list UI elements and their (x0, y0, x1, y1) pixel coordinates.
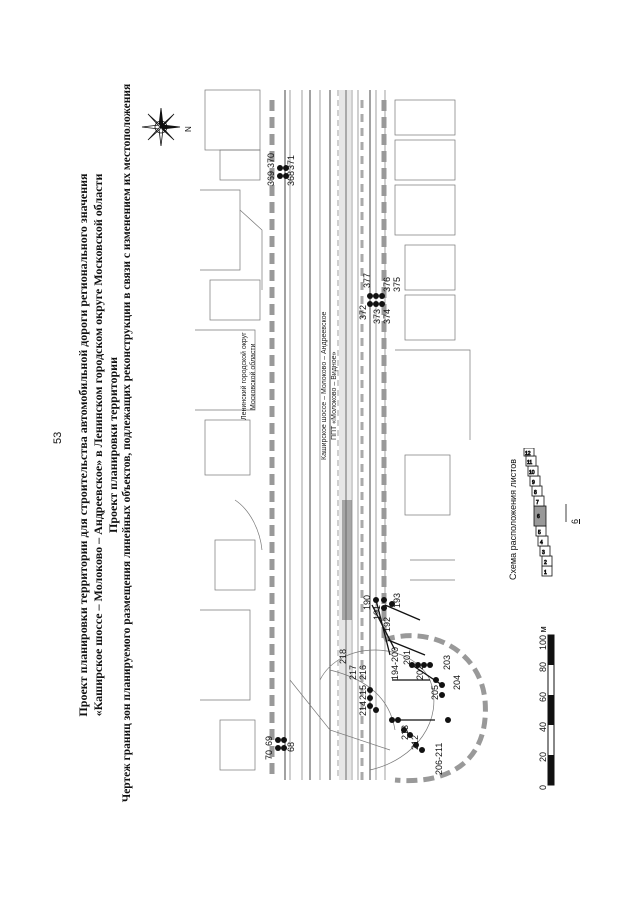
buildings (195, 89, 263, 771)
point-204: 204 (452, 675, 462, 690)
point-group-190-193: 190 191 192 193 (362, 593, 402, 632)
svg-text:7: 7 (536, 500, 539, 506)
title-line-1: Проект планировки территории для строите… (76, 173, 90, 717)
scale-tick-100: 100 м (538, 626, 548, 650)
svg-text:9: 9 (532, 480, 535, 486)
point-372: 372 (358, 305, 368, 320)
point-group-368-371: 369 370 368 371 (266, 153, 296, 186)
svg-text:1: 1 (544, 570, 547, 576)
point-group-194-205: 194-200 201 202 203 204 205 (390, 647, 462, 723)
scale-tick-80: 80 (538, 661, 548, 672)
point-group-206-218: 218 217 216 215 214 213 212 206-211 (338, 649, 444, 775)
map-drawing: Ленинский городской округ Московской обл… (195, 89, 488, 784)
point-203: 203 (442, 655, 452, 670)
point-194-200: 194-200 (390, 647, 400, 680)
svg-text:10: 10 (529, 470, 535, 476)
svg-text:8: 8 (534, 490, 537, 496)
point-190: 190 (362, 595, 372, 610)
district-label: Ленинский городской округ Московской обл… (240, 330, 257, 420)
point-group-372-377: 372 377 373 374 376 375 (358, 273, 402, 324)
page-number: 53 (52, 431, 64, 444)
title-line-3: Проект планировки территории (106, 356, 120, 534)
point-377: 377 (362, 273, 372, 288)
plots (394, 99, 471, 581)
scale-tick-40: 40 (538, 721, 548, 732)
point-369: 369 (266, 171, 276, 186)
point-213: 213 (400, 725, 410, 740)
point-368: 368 (286, 171, 296, 186)
point-191: 191 (372, 605, 382, 620)
svg-text:2: 2 (544, 560, 547, 566)
scale-tick-0: 0 (538, 784, 548, 790)
road-ppt-label: ППТ «Молоково – Видное» (331, 351, 338, 440)
point-371: 371 (286, 155, 296, 170)
point-373: 373 (372, 309, 382, 324)
point-205: 205 (430, 685, 440, 700)
title-line-4: Чертеж границ зон планируемого размещени… (121, 83, 133, 803)
svg-text:3: 3 (542, 550, 545, 556)
sheet-scheme-title: Схема расположения листов (508, 458, 518, 580)
scale-tick-60: 60 (538, 691, 548, 702)
road-main-label: Каширское шоссе – Молоково – Андреевское (321, 312, 328, 460)
point-212: 212 (410, 735, 420, 750)
current-sheet-number: 6 (570, 518, 580, 524)
point-193: 193 (392, 593, 402, 608)
point-70: 70 (264, 750, 274, 760)
point-218: 218 (338, 649, 348, 664)
point-217: 217 (348, 665, 358, 680)
point-68: 68 (286, 742, 296, 752)
point-69: 69 (264, 736, 274, 746)
point-216: 216 (358, 665, 368, 680)
point-192: 192 (382, 617, 392, 632)
point-group-68-70: 70 69 68 (264, 736, 296, 760)
svg-text:5: 5 (538, 530, 541, 536)
title-line-2: «Каширское шоссе – Молоково – Андреевско… (91, 173, 105, 717)
point-370: 370 (266, 153, 276, 168)
point-201: 201 (402, 650, 412, 665)
point-374: 374 (382, 309, 392, 324)
point-215: 215 (358, 685, 368, 700)
svg-text:11: 11 (527, 460, 532, 466)
point-376: 376 (382, 277, 392, 292)
scale-tick-20: 20 (538, 751, 548, 762)
scale-bar (547, 634, 555, 786)
point-202: 202 (415, 665, 425, 680)
road-lines (284, 90, 386, 780)
sheet-scheme: 1 2 3 4 5 6 7 8 9 10 11 12 (523, 448, 567, 577)
point-206-211: 206-211 (434, 743, 444, 775)
svg-text:4: 4 (540, 540, 543, 546)
svg-text:6: 6 (537, 514, 540, 520)
svg-text:12: 12 (525, 451, 531, 457)
point-375: 375 (392, 277, 402, 292)
point-214: 214 (358, 701, 368, 716)
compass-rose-icon (141, 107, 181, 147)
